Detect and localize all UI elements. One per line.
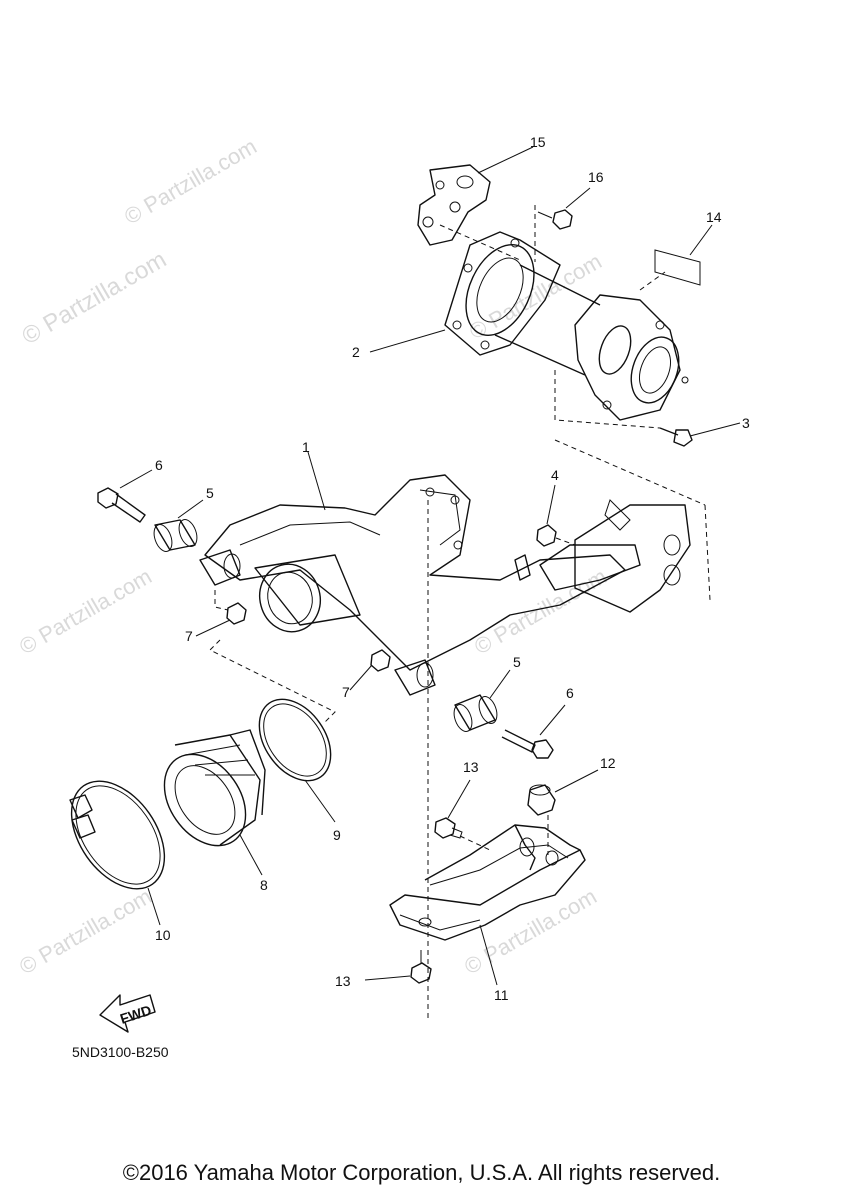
callout-9: 9 bbox=[333, 827, 341, 843]
watermark-faint-5: © Partzilla.com bbox=[460, 884, 601, 980]
callout-11: 11 bbox=[494, 987, 509, 1003]
part-5-bushing-lower bbox=[453, 669, 511, 732]
part-13-bolt-upper bbox=[434, 779, 491, 851]
part-1-swingarm bbox=[199, 439, 711, 1020]
callout-2: 2 bbox=[352, 344, 360, 360]
part-2-axle-housing bbox=[369, 205, 689, 421]
fwd-label: FWD bbox=[118, 1002, 153, 1027]
callout-14: 14 bbox=[706, 209, 722, 225]
part-10-clamp bbox=[69, 780, 166, 926]
callout-5b: 5 bbox=[513, 654, 521, 670]
part-15-bracket bbox=[417, 146, 534, 246]
callout-labels: 1 2 3 4 5 5 6 6 7 7 8 9 10 11 12 13 13 1… bbox=[155, 134, 750, 1003]
watermark-faint-4: © Partzilla.com bbox=[15, 884, 156, 980]
part-14-label bbox=[639, 224, 713, 291]
assembly-line-boot bbox=[209, 639, 336, 723]
callout-16: 16 bbox=[588, 169, 604, 185]
part-9-band bbox=[258, 698, 336, 823]
callout-7b: 7 bbox=[342, 684, 350, 700]
callout-13a: 13 bbox=[463, 759, 479, 775]
part-6-pivot-bolt-lower bbox=[501, 704, 566, 759]
part-12-damper bbox=[527, 769, 599, 855]
callout-6a: 6 bbox=[155, 457, 163, 473]
callout-13b: 13 bbox=[335, 973, 351, 989]
watermark-faint-2: © Partzilla.com bbox=[15, 564, 156, 660]
callout-3: 3 bbox=[742, 415, 750, 431]
callout-4: 4 bbox=[551, 467, 559, 483]
part-13-bolt-lower bbox=[364, 950, 432, 984]
callout-10: 10 bbox=[155, 927, 171, 943]
callout-6b: 6 bbox=[566, 685, 574, 701]
part-11-guard bbox=[389, 824, 586, 986]
callout-15: 15 bbox=[530, 134, 546, 150]
watermark-faint-1: © Partzilla.com bbox=[465, 249, 606, 345]
part-4-nut bbox=[536, 484, 576, 547]
watermark-faint-6: © Partzilla.com bbox=[120, 134, 261, 230]
callout-8: 8 bbox=[260, 877, 268, 893]
callout-12: 12 bbox=[600, 755, 616, 771]
watermark-top-left: © Partzilla.com bbox=[18, 246, 172, 350]
callout-1: 1 bbox=[302, 439, 310, 455]
callout-5a: 5 bbox=[206, 485, 214, 501]
part-7-nut-lower bbox=[349, 649, 391, 691]
part-7-nut-upper bbox=[195, 590, 247, 637]
watermark-faint-3: © Partzilla.com bbox=[470, 564, 611, 660]
part-5-bushing-upper bbox=[153, 499, 204, 552]
parts-diagram: © Partzilla.com © Partzilla.com © Partzi… bbox=[15, 134, 750, 1060]
part-3-bolt bbox=[554, 370, 741, 447]
fwd-arrow: FWD bbox=[99, 994, 156, 1033]
part-6-pivot-bolt-upper bbox=[97, 469, 153, 523]
callout-7a: 7 bbox=[185, 628, 193, 644]
copyright-notice: ©2016 Yamaha Motor Corporation, U.S.A. A… bbox=[122, 1160, 721, 1185]
part-16-bolt bbox=[537, 187, 591, 230]
part-8-boot bbox=[163, 729, 266, 876]
diagram-code: 5ND3100-B250 bbox=[72, 1044, 169, 1060]
